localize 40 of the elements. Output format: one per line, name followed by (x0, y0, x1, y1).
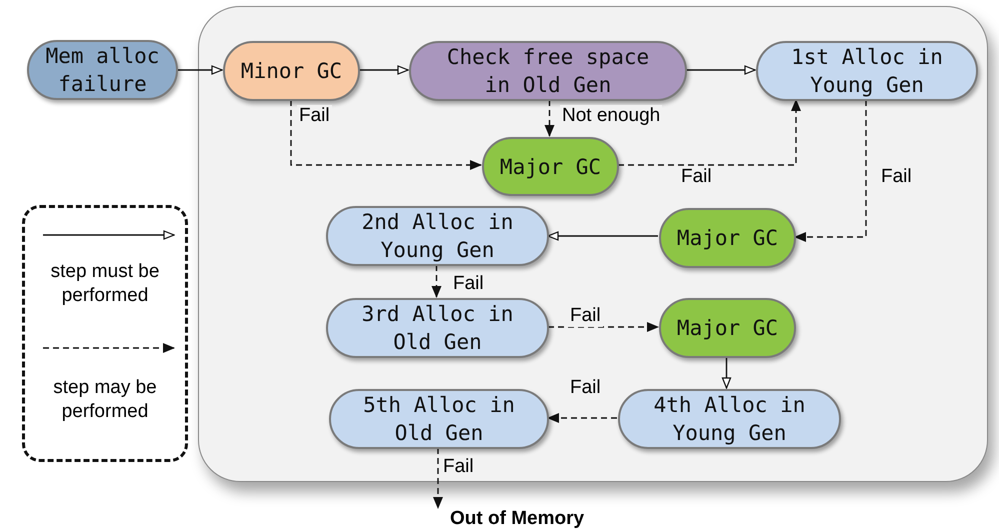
node-label: 4th Alloc in Young Gen (652, 392, 806, 447)
node-label: 2nd Alloc in Young Gen (360, 209, 514, 264)
legend-text: step may be performed (52, 376, 158, 424)
outcome-text: Out of Memory (430, 508, 630, 529)
edge-label: Fail (568, 305, 603, 327)
node-label: Major GC (676, 315, 778, 342)
process-pill (659, 298, 796, 358)
group-panel (198, 6, 988, 482)
arrow (359, 65, 409, 75)
process-pill (326, 298, 549, 358)
process-pill (659, 208, 796, 268)
node-label: Major GC (500, 154, 602, 180)
node-label: Check free space in Old Gen (446, 44, 650, 99)
legend-text: step must be performed (50, 260, 160, 308)
arrow (433, 448, 443, 509)
arrow (290, 100, 482, 170)
node-label: Minor GC (240, 58, 342, 85)
arrow (547, 231, 658, 241)
arrow (548, 322, 659, 332)
arrow (544, 100, 554, 137)
node-label: 5th Alloc in Old Gen (362, 392, 516, 447)
process-pill (756, 41, 978, 101)
arrow (547, 413, 617, 423)
process-pill (618, 389, 841, 449)
process-pill (409, 41, 687, 101)
process-pill (326, 206, 549, 266)
arrow (722, 357, 732, 389)
node-label: 3rd Alloc in Old Gen (360, 301, 514, 356)
arrow (618, 99, 801, 166)
node-label: Major GC (676, 225, 778, 252)
node-label: Mem alloc failure (44, 43, 160, 98)
arrow (432, 265, 442, 298)
arrow (178, 65, 223, 75)
process-pill (223, 41, 360, 101)
process-pill (482, 137, 619, 196)
process-pill (329, 389, 549, 449)
node-label: 1st Alloc in Young Gen (790, 44, 944, 99)
arrow (686, 65, 756, 75)
start-pill (27, 40, 178, 100)
arrow (794, 100, 867, 242)
